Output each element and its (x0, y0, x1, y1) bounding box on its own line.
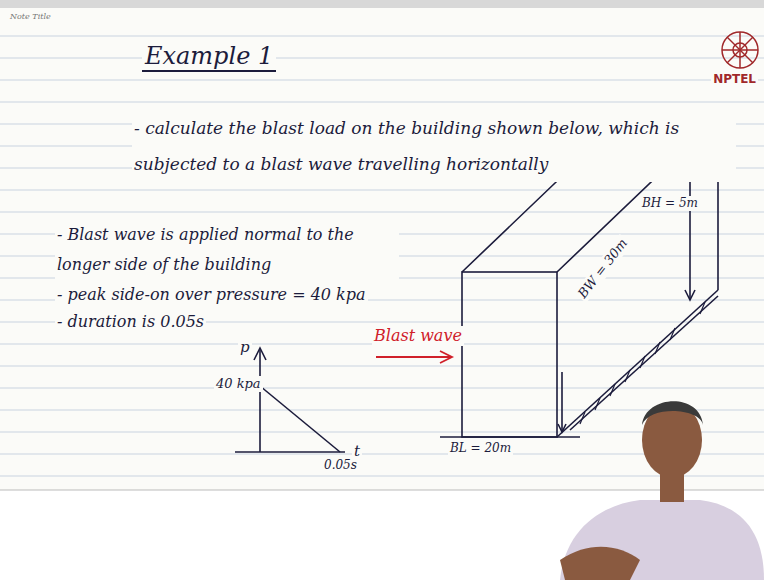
assumption-note: - duration is 0.05s (55, 312, 206, 332)
example-title: Example 1 (142, 42, 276, 72)
assumption-note: - Blast wave is applied normal to the lo… (55, 220, 399, 280)
page-header: Note Title (8, 12, 53, 22)
axis-label: p (238, 338, 252, 357)
problem-statement: - calculate the blast load on the buildi… (132, 110, 736, 182)
length-dimension: BL = 20m (448, 441, 513, 456)
assumption-note: - peak side-on over pressure = 40 kpa (55, 285, 368, 305)
height-dimension: BH = 5m (640, 196, 700, 211)
peak-value: 40 kpa (214, 376, 263, 392)
blast-wave-label: Blast wave (372, 326, 464, 346)
logo-text: NPTEL (711, 72, 758, 87)
duration-value: 0.05s (322, 458, 359, 473)
